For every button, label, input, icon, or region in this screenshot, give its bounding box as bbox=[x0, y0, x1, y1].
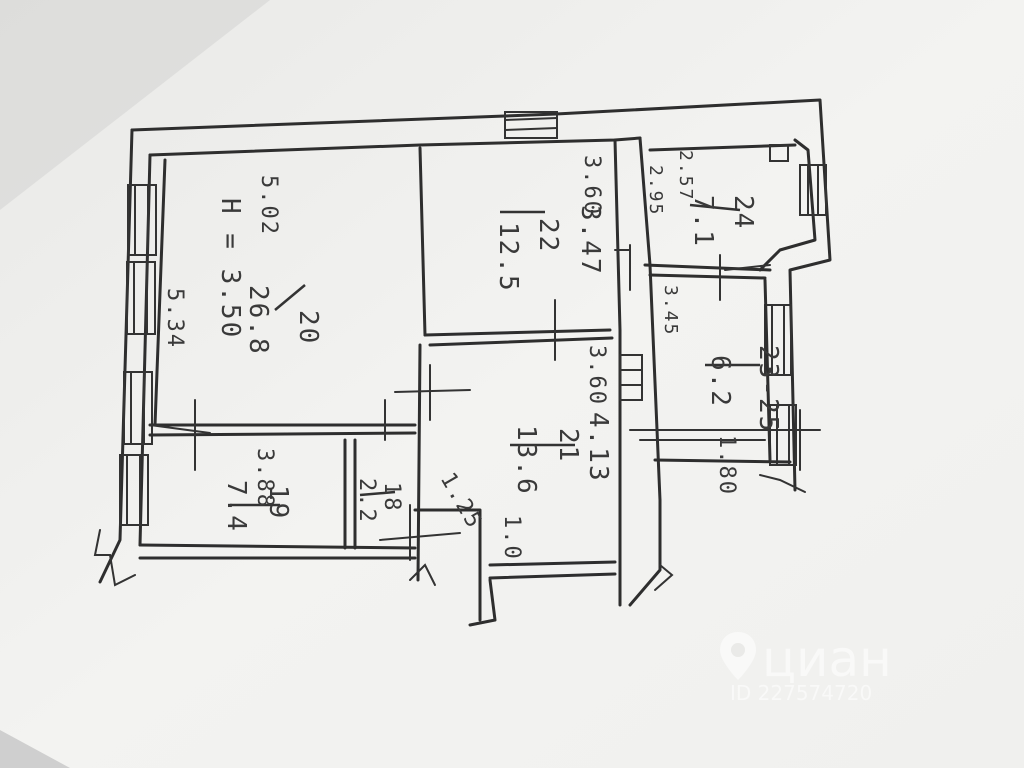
room-23-25-width: 3.45 bbox=[660, 285, 681, 336]
room-22-area: 12.5 bbox=[493, 222, 523, 293]
room-18-labels: 18 2.2 bbox=[354, 478, 404, 524]
room-18-number: 18 bbox=[379, 482, 404, 513]
window-left-2 bbox=[126, 261, 156, 335]
fraction-bars bbox=[230, 203, 760, 507]
dimension-ticks bbox=[93, 144, 821, 591]
window-left-4 bbox=[119, 454, 149, 526]
room-22-length: 3.47 bbox=[575, 205, 605, 276]
room-23-25-number: 23-25 bbox=[753, 345, 783, 433]
room-22-labels: 3.60 3.47 22 12.5 bbox=[493, 155, 605, 293]
room-23-25-area: 6.2 bbox=[705, 355, 735, 408]
watermark-brand: циан bbox=[762, 630, 892, 688]
room-19-width: 3.88 bbox=[252, 448, 277, 509]
room-22-width: 3.60 bbox=[579, 155, 604, 216]
room-22-number: 22 bbox=[533, 218, 563, 253]
room-20-labels: 5.02 H = 3.50 5.34 20 26.8 bbox=[162, 175, 323, 356]
closet-width: 1.0 bbox=[499, 515, 524, 561]
windows bbox=[119, 111, 827, 526]
room-24-area: 7.1 bbox=[688, 195, 718, 248]
room-24-width: 2.57 bbox=[675, 150, 696, 201]
window-top bbox=[504, 111, 558, 139]
room-18-area: 2.2 bbox=[354, 478, 379, 524]
window-right-2 bbox=[764, 304, 792, 376]
room-24-number: 24 bbox=[728, 195, 758, 230]
location-pin-icon bbox=[720, 632, 756, 680]
room-20-height: H = 3.50 bbox=[215, 198, 245, 339]
room-23-25-labels: 3.45 23-25 6.2 1.80 bbox=[660, 285, 783, 496]
room-24-labels: 2.57 2.95 24 7.1 bbox=[645, 150, 758, 248]
room-20-area: 26.8 bbox=[243, 285, 273, 356]
room-20-number: 20 bbox=[293, 310, 323, 345]
window-middle bbox=[619, 354, 643, 401]
watermark: циан ID 227574720 bbox=[720, 630, 892, 705]
window-right-1 bbox=[799, 164, 827, 216]
room-19-area: 7.4 bbox=[221, 480, 251, 533]
room-21-length: 4.13 bbox=[583, 412, 613, 483]
room-20-length: 5.34 bbox=[162, 288, 187, 349]
window-left-1 bbox=[127, 184, 157, 256]
window-left-3 bbox=[123, 371, 153, 445]
room-21-width: 3.60 bbox=[584, 345, 609, 406]
room-19-number: 19 bbox=[263, 485, 293, 520]
room-21-number: 21 bbox=[553, 428, 583, 463]
room-19-labels: 3.88 19 7.4 bbox=[221, 448, 293, 533]
watermark-id: ID 227574720 bbox=[730, 681, 872, 705]
room-21-area: 13.6 bbox=[511, 425, 541, 496]
room-23-25-length: 1.80 bbox=[714, 435, 739, 496]
room-20-width: 5.02 bbox=[256, 175, 281, 236]
paper-shadow bbox=[0, 0, 270, 210]
room-24-length: 2.95 bbox=[645, 165, 666, 216]
